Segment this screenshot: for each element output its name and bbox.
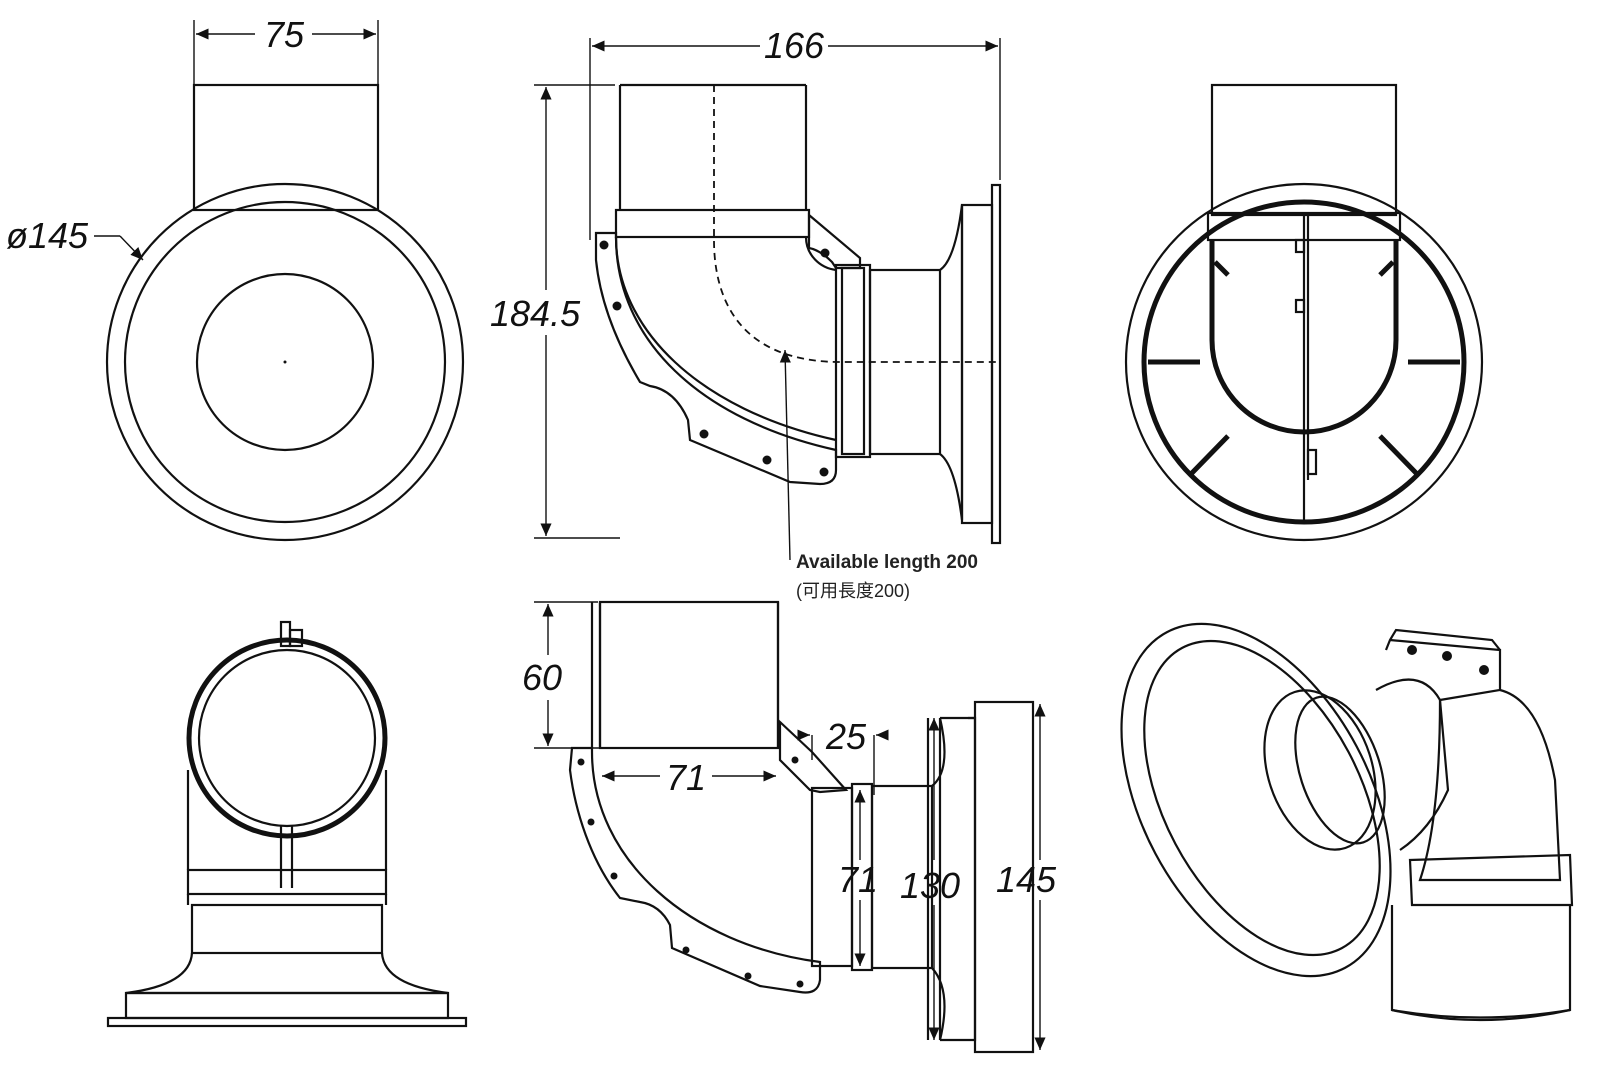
dim-bottom-outer: 145 bbox=[996, 859, 1057, 900]
dim-side-width: 166 bbox=[764, 25, 825, 66]
side-flange bbox=[960, 203, 994, 525]
bottom-side-view: 60 71 25 71 bbox=[522, 600, 1057, 1054]
note-available-length-cn: (可用長度200) bbox=[796, 581, 910, 601]
bottom-view bbox=[106, 620, 468, 1028]
front-pipe-stub bbox=[192, 83, 380, 212]
front-inner-flange bbox=[123, 200, 447, 524]
side-view: 166 184.5 Available le bbox=[490, 25, 1002, 601]
dim-bottom-mid: 130 bbox=[900, 865, 960, 906]
iso-outer-flange bbox=[1120, 622, 1392, 978]
dim-front-diameter: ø145 bbox=[6, 215, 89, 256]
dim-bottom-gap: 25 bbox=[825, 716, 867, 757]
iso-collar bbox=[1408, 853, 1574, 907]
front-outer-flange bbox=[105, 182, 465, 542]
bottom-side-bracket bbox=[778, 719, 849, 794]
side-wall-plate bbox=[990, 183, 1002, 545]
side-collar bbox=[614, 208, 811, 239]
front-view: 75 ø145 bbox=[6, 14, 465, 542]
bottom-side-elbow bbox=[568, 746, 822, 994]
note-available-length: Available length 200 bbox=[796, 552, 978, 573]
rear-view bbox=[1124, 83, 1484, 542]
side-centerline bbox=[713, 85, 1000, 363]
front-bore bbox=[195, 272, 375, 452]
iso-bore bbox=[1263, 689, 1377, 851]
rear-outer-flange bbox=[1124, 182, 1484, 542]
bottom-pipe-ring bbox=[186, 637, 388, 839]
dim-bottom-height: 60 bbox=[522, 657, 562, 698]
dim-bottom-pipe-width: 71 bbox=[666, 757, 706, 798]
iso-elbow bbox=[1418, 688, 1562, 882]
bottom-flange bbox=[124, 991, 450, 1020]
bottom-side-wall-plate bbox=[973, 700, 1035, 1054]
bottom-collar bbox=[186, 868, 388, 896]
bottom-horizontal-pipe bbox=[190, 903, 384, 955]
bottom-side-pipe bbox=[598, 600, 780, 750]
iso-pipe bbox=[1390, 905, 1572, 1022]
front-center-mark bbox=[283, 360, 287, 364]
side-elbow-bracket bbox=[594, 231, 838, 486]
iso-ring bbox=[1375, 678, 1450, 851]
dim-front-width: 75 bbox=[264, 14, 305, 55]
side-horizontal-pipe bbox=[868, 268, 942, 456]
dim-side-height: 184.5 bbox=[490, 293, 581, 334]
isometric-view bbox=[1120, 622, 1574, 1022]
bottom-wall-plate bbox=[106, 1016, 468, 1028]
bottom-flare bbox=[125, 952, 449, 995]
dim-bottom-inner: 71 bbox=[838, 859, 878, 900]
iso-top-bracket bbox=[1384, 628, 1501, 651]
